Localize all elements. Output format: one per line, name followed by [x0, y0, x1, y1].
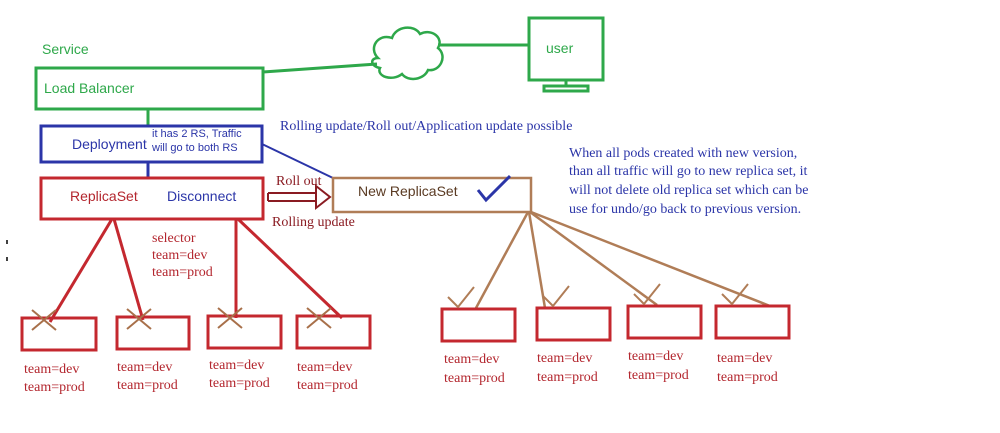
checkmark-icon [447, 286, 475, 309]
checkmark-icon [542, 285, 570, 308]
new-pod-box [440, 307, 517, 343]
new-pod-box [714, 304, 791, 340]
old-pod [295, 307, 372, 350]
old-pod [20, 309, 98, 352]
user-label: user [546, 40, 574, 56]
lb-to-cloud-connector [262, 62, 378, 74]
old-pod-box [115, 315, 191, 351]
monitor-icon [527, 16, 605, 93]
checkmark-icon [721, 283, 749, 306]
old-pods [20, 307, 372, 352]
new-pod [714, 283, 791, 340]
headline: Rolling update/Roll out/Application upda… [280, 119, 573, 134]
deleted-x-icon [31, 309, 57, 331]
roll-out-label: Roll out [276, 174, 322, 189]
new-pod-1-line1: team=dev [444, 352, 500, 367]
old-pod-1-line2: team=prod [24, 380, 85, 395]
old-pod [115, 308, 191, 351]
load-balancer-label: Load Balancer [44, 80, 135, 96]
old-pod-4-line2: team=prod [297, 378, 358, 393]
new-replicaset-label: New ReplicaSet [358, 183, 458, 199]
old-pod-2-line1: team=dev [117, 360, 173, 375]
note-line1: When all pods created with new version, [569, 146, 798, 161]
note-line2: than all traffic will go to new replica … [569, 164, 808, 179]
old-pod-4-line1: team=dev [297, 360, 353, 375]
old-pod-1-line1: team=dev [24, 362, 80, 377]
new-replicaset-box [331, 176, 533, 214]
checkmark-icon [476, 174, 512, 203]
new-pod-4-line2: team=prod [717, 370, 778, 385]
old-pod-2-line2: team=prod [117, 378, 178, 393]
new-pod-box [535, 306, 612, 342]
new-pod-connectors [474, 210, 771, 309]
rolling-update-label: Rolling update [272, 215, 355, 230]
old-pod-box [206, 314, 283, 350]
deleted-x-icon [126, 308, 152, 330]
replicaset-label: ReplicaSet [70, 188, 138, 204]
deployment-to-new-replicaset-connector [261, 143, 334, 179]
service-label: Service [42, 41, 89, 57]
selector-line2: team=prod [152, 265, 213, 280]
new-pod-2-line2: team=prod [537, 370, 598, 385]
deployment-note-line2: will go to both RS [152, 142, 238, 154]
old-pod-3-line1: team=dev [209, 358, 265, 373]
disconnect-label: Disconnect [167, 188, 237, 204]
new-pods [440, 283, 791, 343]
deployment-label: Deployment [72, 136, 147, 152]
new-pod [440, 286, 517, 343]
selector-title: selector [152, 231, 196, 246]
new-pod [626, 283, 703, 340]
note-line4: use for undo/go back to previous version… [569, 202, 802, 217]
roll-out-arrow [267, 183, 332, 211]
new-pod-3-line2: team=prod [628, 368, 689, 383]
replicaset-box [39, 176, 265, 221]
new-pod [535, 285, 612, 342]
checkmark-icon [633, 283, 661, 306]
note-line3: will not delete old replica set which ca… [569, 183, 809, 198]
new-pod-1-line2: team=prod [444, 371, 505, 386]
new-pod-box [626, 304, 703, 340]
cloud-icon [371, 26, 444, 81]
deleted-x-icon [217, 307, 243, 329]
new-pod-3-line1: team=dev [628, 349, 684, 364]
old-pod-box [295, 314, 372, 350]
deleted-x-icon [306, 307, 332, 329]
deployment-note-line1: it has 2 RS, Traffic [152, 128, 242, 140]
new-pod-2-line1: team=dev [537, 351, 593, 366]
selector-line1: team=dev [152, 248, 208, 263]
old-pod-3-line2: team=prod [209, 376, 270, 391]
old-pod-box [20, 316, 98, 352]
new-pod-4-line1: team=dev [717, 351, 773, 366]
old-pod-connectors [48, 217, 344, 323]
old-pod [206, 307, 283, 350]
